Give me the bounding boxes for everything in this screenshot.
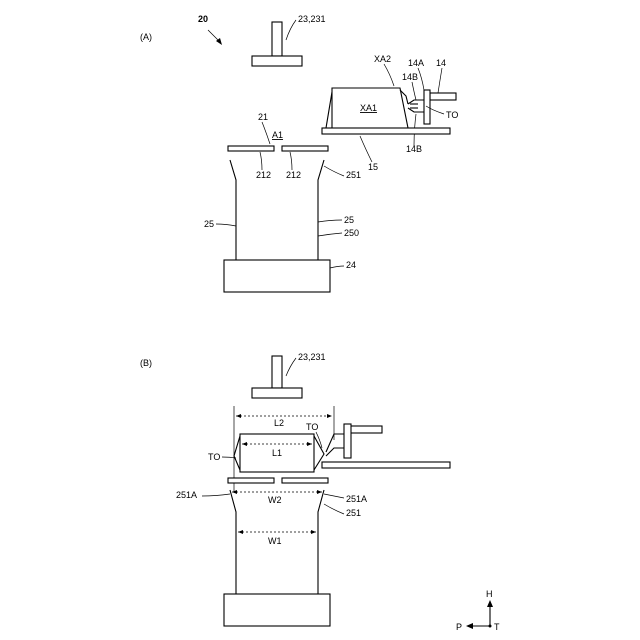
w1-label: W1 <box>268 536 282 546</box>
xa2-leader <box>384 64 394 86</box>
l14b-top-leader <box>412 82 416 100</box>
to-left-label-b: TO <box>208 452 220 462</box>
l251-label: 251 <box>346 170 361 180</box>
xa1-label: XA1 <box>360 103 377 113</box>
axis-indicator <box>466 600 493 629</box>
w2-dimension <box>232 490 322 494</box>
panel-b: (B) 23,231 L2 L1 TO T <box>140 352 450 626</box>
head-label-b: 23,231 <box>298 352 326 362</box>
l212-left-leader <box>260 152 262 170</box>
l251a-right-label: 251A <box>346 494 367 504</box>
gripper-b <box>326 424 382 458</box>
base-a <box>224 260 330 292</box>
w2-label: W2 <box>268 495 282 505</box>
head-leader-b <box>286 358 296 376</box>
press-head-a <box>252 22 302 66</box>
table-15 <box>322 128 450 134</box>
l14b-top-label: 14B <box>402 72 418 82</box>
l24-leader <box>330 266 344 268</box>
column-a <box>230 160 324 260</box>
figure-number: 20 <box>198 14 208 24</box>
l14-leader <box>438 68 442 93</box>
l15-leader <box>360 136 372 162</box>
l14a-leader <box>418 68 424 90</box>
l251a-right-leader <box>324 494 344 498</box>
l25-left-label: 25 <box>204 219 214 229</box>
l21-label: 21 <box>258 112 268 122</box>
panel-a-label: (A) <box>140 32 152 42</box>
l25-right-leader <box>318 220 342 222</box>
panel-b-label: (B) <box>140 358 152 368</box>
w1-dimension <box>238 530 316 534</box>
l25-right-label: 25 <box>344 215 354 225</box>
l14a-label: 14A <box>408 58 424 68</box>
head-label-a: 23,231 <box>298 14 326 24</box>
l212-left-label: 212 <box>256 170 271 180</box>
l250-leader <box>318 233 342 236</box>
l21-leader <box>262 122 270 144</box>
l2-label: L2 <box>274 418 284 428</box>
to-right-label-b: TO <box>306 422 318 432</box>
l250-label: 250 <box>344 228 359 238</box>
l24-label: 24 <box>346 260 356 270</box>
die-plate-right-a <box>282 146 328 151</box>
axis-p-label: P <box>456 622 462 632</box>
l251a-left-leader <box>202 494 230 496</box>
table-b <box>322 462 450 468</box>
die-plate-left-b <box>228 478 274 483</box>
die-plate-right-b <box>282 478 328 483</box>
l251-leader <box>324 166 344 176</box>
l15-label: 15 <box>368 162 378 172</box>
l1-label: L1 <box>272 448 282 458</box>
base-b <box>224 594 330 626</box>
press-head-b <box>252 356 302 398</box>
to-label-a: TO <box>446 110 458 120</box>
panel-a: (A) 20 23,231 XA2 XA1 14A <box>140 14 458 292</box>
axis-h-label: H <box>486 589 493 599</box>
l212-right-label: 212 <box>286 170 301 180</box>
l251a-left-label: 251A <box>176 490 197 500</box>
l212-right-leader <box>290 152 292 170</box>
xa2-label: XA2 <box>374 54 391 64</box>
head-leader-a <box>286 20 296 40</box>
die-plate-left-a <box>228 146 274 151</box>
l14-label: 14 <box>436 58 446 68</box>
l251-label-b: 251 <box>346 508 361 518</box>
l25-left-leader <box>216 224 236 226</box>
a1-label: A1 <box>272 130 283 140</box>
axis-t-label: T <box>494 622 500 632</box>
l251-leader-b <box>324 504 344 514</box>
